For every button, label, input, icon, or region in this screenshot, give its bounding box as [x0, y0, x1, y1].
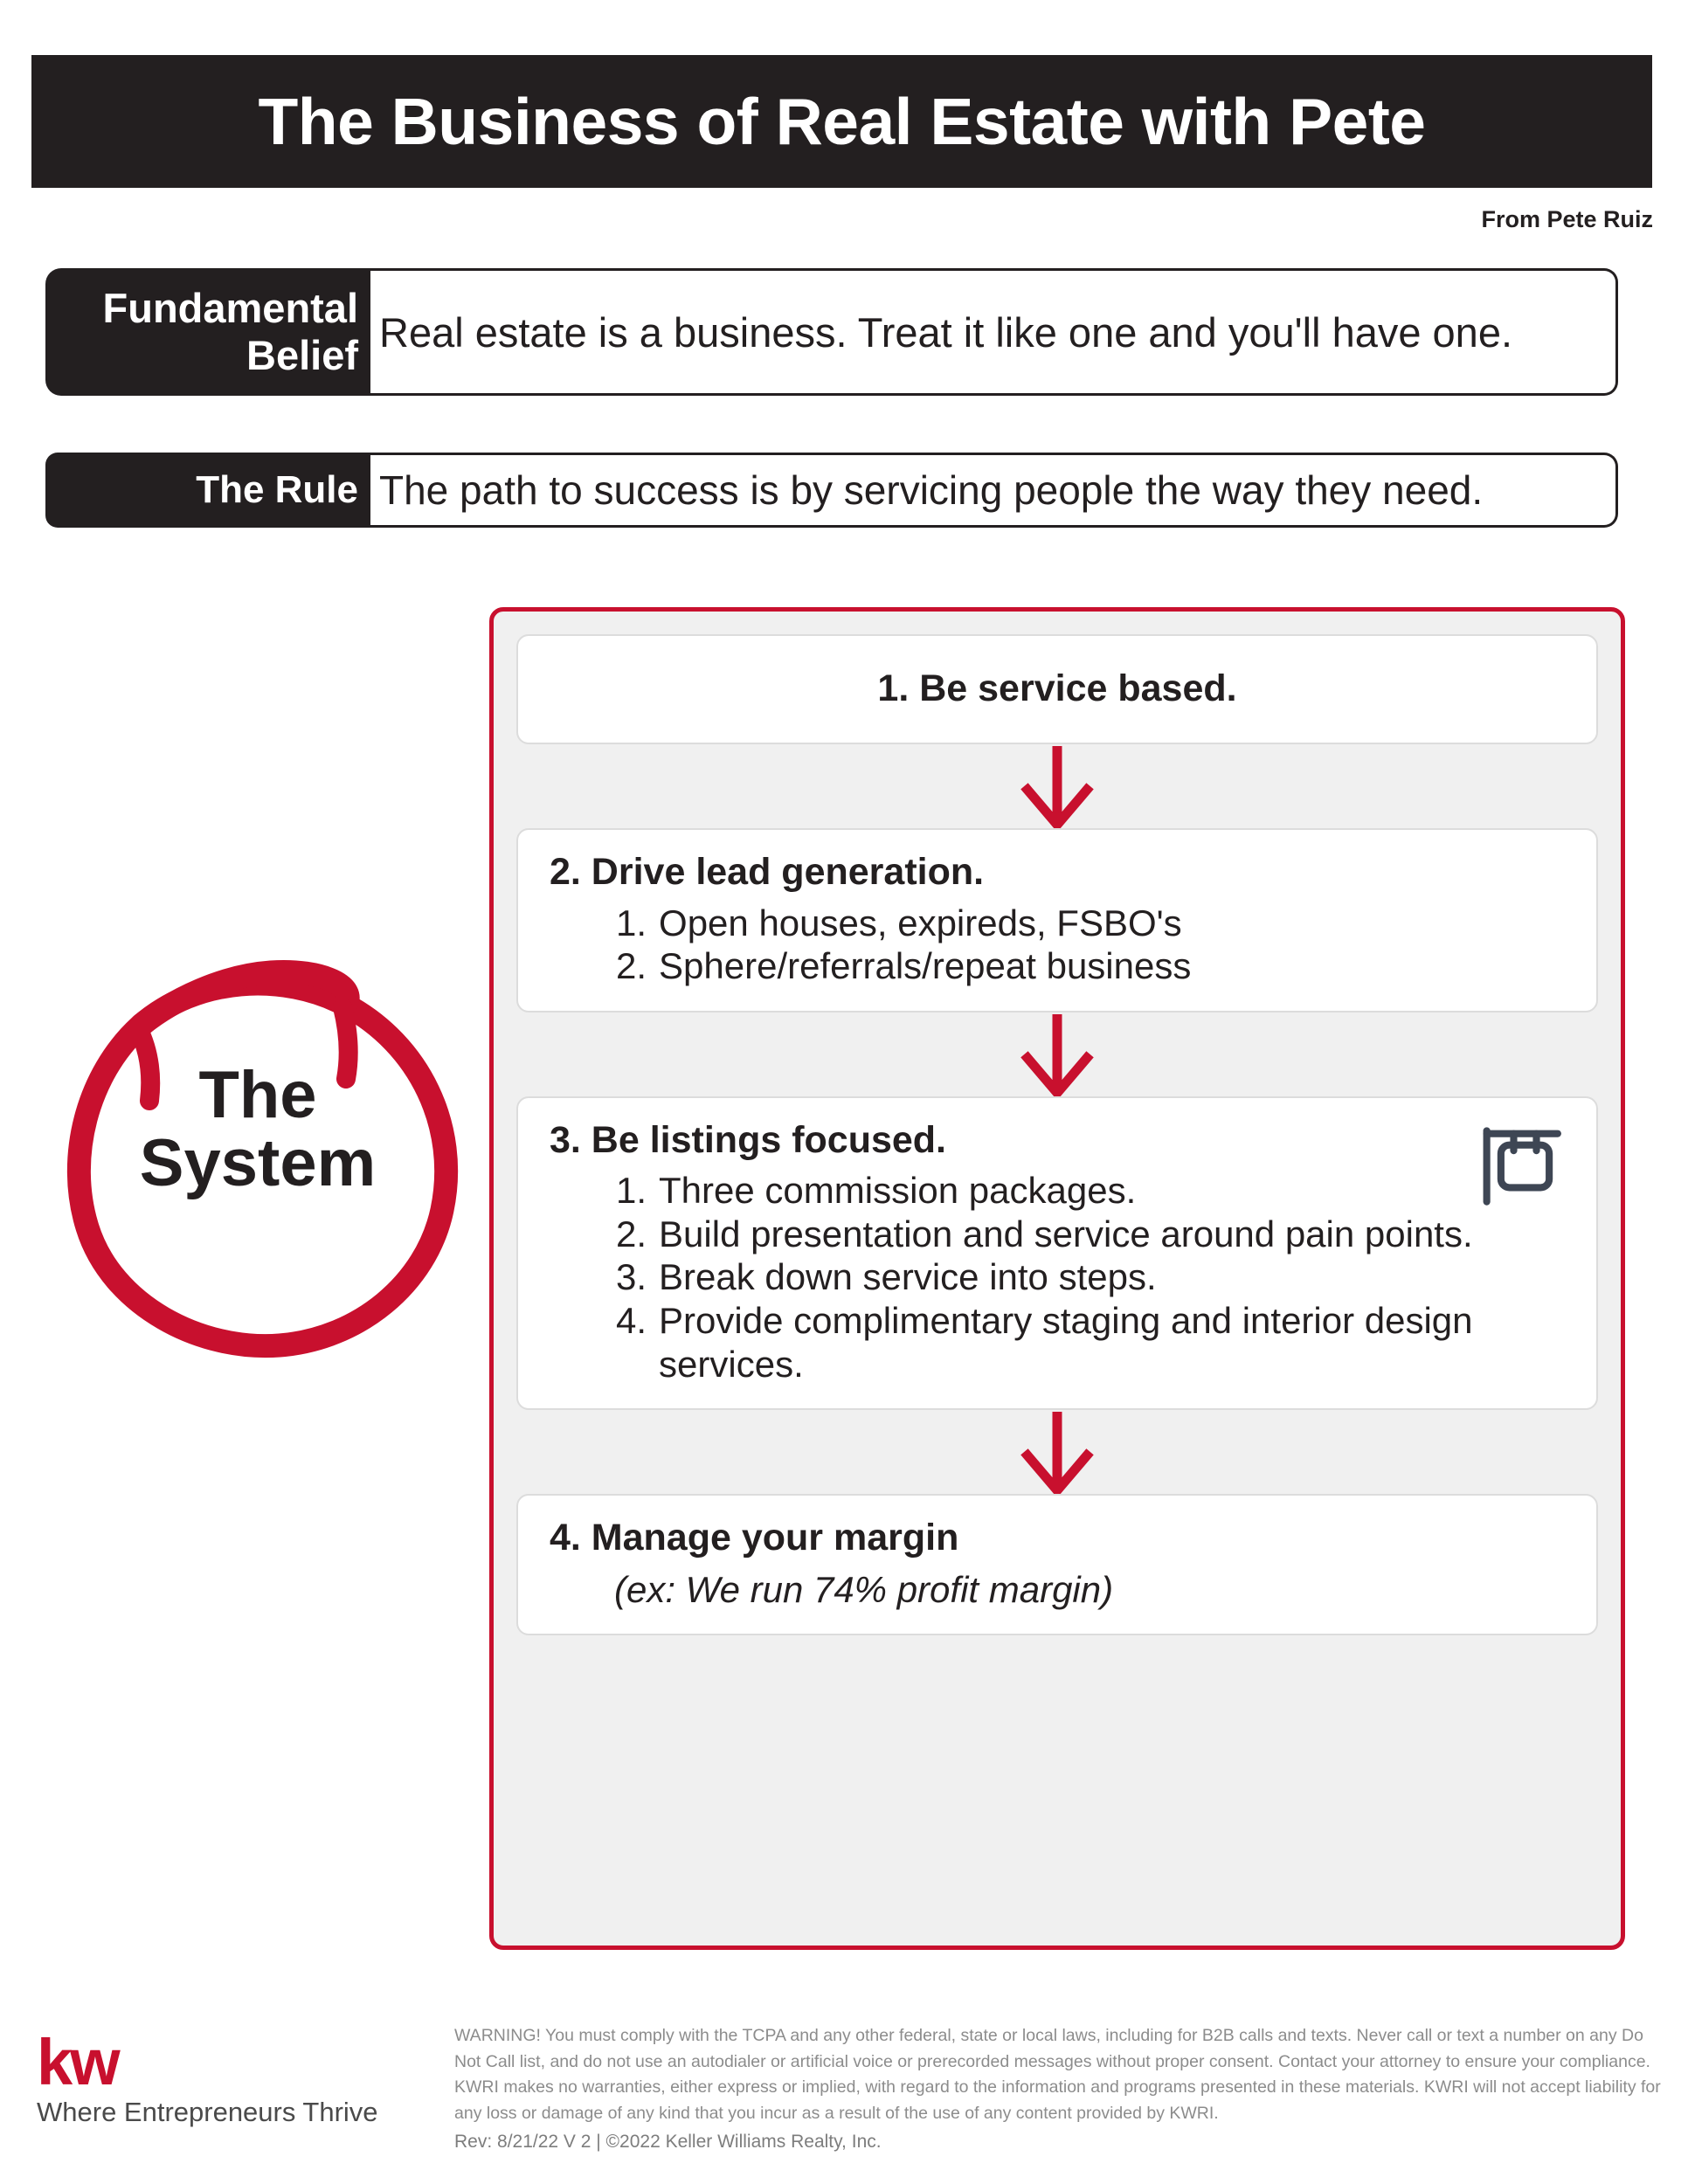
list-item-number: 1.	[616, 1170, 647, 1212]
list-item-text: Three commission packages.	[659, 1170, 1137, 1212]
statement-row-the-rule: The Rule The path to success is by servi…	[45, 453, 1618, 528]
arrow-down-icon	[1020, 1013, 1094, 1096]
legal-disclaimer: WARNING! You must comply with the TCPA a…	[454, 2026, 1661, 2123]
list-item-number: 3.	[616, 1256, 647, 1298]
list-item-text: Open houses, expireds, FSBO's	[659, 902, 1182, 943]
page-title: The Business of Real Estate with Pete	[258, 84, 1426, 158]
list-item-number: 2.	[616, 1213, 647, 1254]
system-badge-line2: System	[139, 1125, 377, 1200]
statement-label-the-rule: The Rule	[45, 453, 370, 528]
flow-arrow-1	[516, 744, 1598, 828]
realty-sign-icon	[1483, 1126, 1561, 1206]
list-item-text: Build presentation and service around pa…	[659, 1213, 1473, 1254]
revision-line: Rev: 8/21/22 V 2 | ©2022 Keller Williams…	[454, 2132, 882, 2152]
system-step-3: 3. Be listings focused. 1. Three commiss…	[516, 1095, 1598, 1411]
statement-text-fundamental-belief: Real estate is a business. Treat it like…	[367, 268, 1618, 396]
system-badge-label: The System	[35, 1061, 481, 1197]
system-step-2-sublist: 1. Open houses, expireds, FSBO's 2. Sphe…	[550, 902, 1565, 988]
system-step-1: 1. Be service based.	[516, 634, 1598, 744]
kw-logo-mark: kw	[37, 2026, 121, 2098]
list-item: 4. Provide complimentary staging and int…	[616, 1299, 1565, 1386]
title-bar: The Business of Real Estate with Pete	[31, 55, 1652, 188]
statement-label-line2: Belief	[246, 332, 358, 378]
arrow-down-icon	[1020, 745, 1094, 828]
system-badge-line1: The	[198, 1058, 317, 1132]
byline: From Pete Ruiz	[1481, 206, 1653, 232]
flow-arrow-2	[516, 1013, 1598, 1096]
statement-label-line1: The Rule	[196, 468, 358, 511]
kw-logo: kw Where Entrepreneurs Thrive	[37, 2026, 404, 2128]
statement-row-fundamental-belief: Fundamental Belief Real estate is a busi…	[45, 268, 1618, 396]
list-item: 1. Three commission packages.	[616, 1169, 1565, 1213]
system-step-2: 2. Drive lead generation. 1. Open houses…	[516, 827, 1598, 1013]
system-step-3-title: 3. Be listings focused.	[550, 1118, 946, 1161]
arrow-down-icon	[1020, 1412, 1094, 1495]
list-item-text: Break down service into steps.	[659, 1256, 1157, 1298]
list-item-number: 1.	[616, 902, 647, 943]
list-item: 2. Build presentation and service around…	[616, 1213, 1565, 1256]
flow-arrow-3	[516, 1410, 1598, 1495]
system-step-4-note: (ex: We run 74% profit margin)	[614, 1568, 1114, 1610]
kw-logo-tagline: Where Entrepreneurs Thrive	[37, 2097, 378, 2128]
system-step-1-title: 1. Be service based.	[877, 667, 1237, 709]
list-item: 1. Open houses, expireds, FSBO's	[616, 902, 1565, 945]
list-item-text: Sphere/referrals/repeat business	[659, 945, 1192, 987]
statement-label-fundamental-belief: Fundamental Belief	[45, 268, 370, 396]
list-item-number: 4.	[616, 1299, 647, 1341]
system-step-4-title: 4. Manage your margin	[550, 1517, 959, 1559]
statement-text-the-rule: The path to success is by servicing peop…	[367, 453, 1618, 528]
system-panel: 1. Be service based. 2. Drive lead gener…	[489, 607, 1625, 1950]
list-item-text: Provide complimentary staging and interi…	[659, 1299, 1473, 1385]
system-step-3-sublist: 1. Three commission packages. 2. Build p…	[550, 1169, 1565, 1386]
hand-drawn-circle-icon	[66, 960, 459, 1358]
system-step-4: 4. Manage your margin (ex: We run 74% pr…	[516, 1494, 1598, 1635]
list-item: 3. Break down service into steps.	[616, 1255, 1565, 1299]
list-item-number: 2.	[616, 945, 647, 987]
system-step-2-title: 2. Drive lead generation.	[550, 850, 985, 893]
statement-label-line1: Fundamental	[102, 284, 358, 331]
list-item: 2. Sphere/referrals/repeat business	[616, 944, 1565, 988]
system-badge: The System	[35, 922, 481, 1367]
